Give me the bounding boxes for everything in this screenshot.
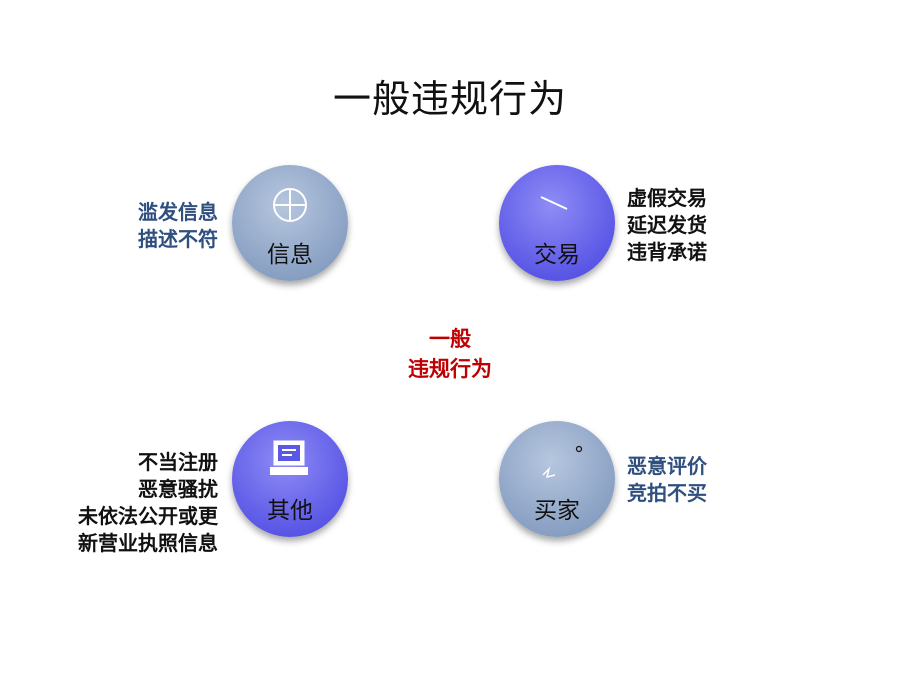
buyer-item: 恶意评价 <box>627 454 707 478</box>
other-item: 不当注册 <box>138 450 218 474</box>
line-icon <box>540 196 568 210</box>
center-line2: 违规行为 <box>408 357 492 381</box>
trade-item: 延迟发货 <box>627 213 707 237</box>
buyer-item: 竞拍不买 <box>627 481 707 505</box>
node-trade-label: 交易 <box>534 242 580 268</box>
node-other: 其他 <box>232 421 348 537</box>
other-item: 恶意骚扰 <box>138 477 218 501</box>
trade-items: 虚假交易 延迟发货 违背承诺 <box>627 185 707 266</box>
trade-item: 虚假交易 <box>627 186 707 210</box>
node-other-label: 其他 <box>267 498 313 524</box>
mark-icon <box>542 445 583 479</box>
buyer-items: 恶意评价 竞拍不买 <box>627 453 707 507</box>
node-buyer: 买家 <box>499 421 615 537</box>
info-items: 滥发信息 描述不符 <box>138 199 218 253</box>
node-info: 信息 <box>232 165 348 281</box>
crosshair-icon <box>273 188 307 222</box>
terminal-icon <box>270 440 308 475</box>
trade-item: 违背承诺 <box>627 240 707 264</box>
center-label: 一般 违规行为 <box>330 324 570 384</box>
node-trade: 交易 <box>499 165 615 281</box>
other-item: 新营业执照信息 <box>78 531 218 555</box>
node-info-label: 信息 <box>267 242 313 268</box>
info-item: 滥发信息 <box>138 200 218 224</box>
node-buyer-label: 买家 <box>534 498 580 524</box>
center-line1: 一般 <box>429 327 471 351</box>
other-items: 不当注册 恶意骚扰 未依法公开或更 新营业执照信息 <box>78 449 218 557</box>
info-item: 描述不符 <box>138 227 218 251</box>
other-item: 未依法公开或更 <box>78 504 218 528</box>
page-title: 一般违规行为 <box>332 77 567 121</box>
